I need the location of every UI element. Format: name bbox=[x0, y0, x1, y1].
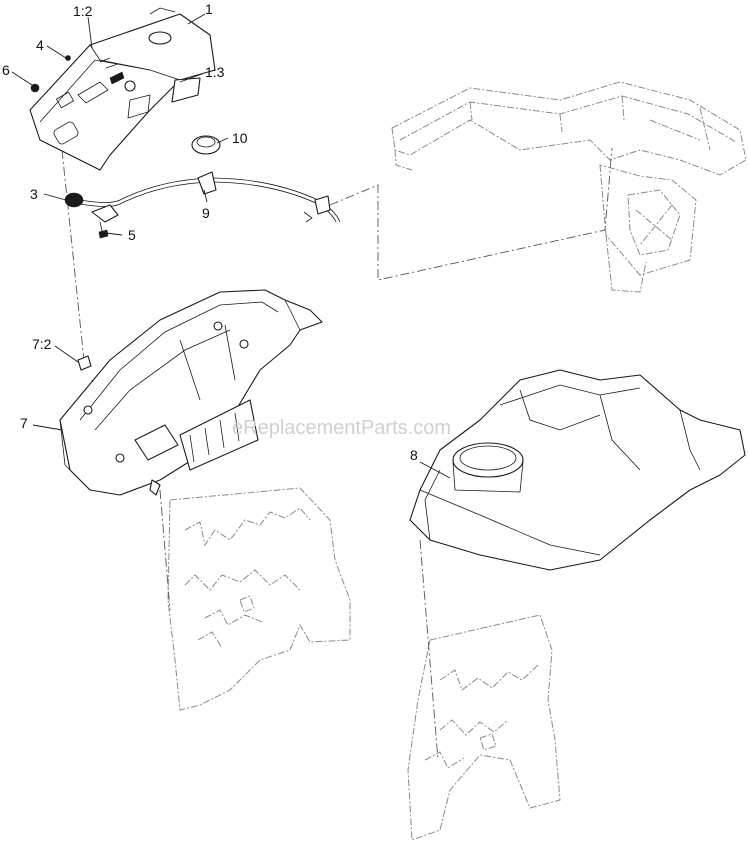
choke-cable-part bbox=[64, 171, 341, 239]
callout-1: 1 bbox=[205, 1, 213, 17]
left-pan-part bbox=[59, 289, 323, 496]
grommet-part bbox=[191, 135, 221, 155]
callout-7: 7 bbox=[20, 415, 28, 431]
callout-8: 8 bbox=[410, 447, 418, 463]
callout-10: 10 bbox=[232, 130, 248, 146]
callout-7-2: 7:2 bbox=[32, 336, 52, 352]
ghost-frame-assembly bbox=[391, 81, 747, 293]
callout-9: 9 bbox=[202, 205, 210, 221]
callout-6: 6 bbox=[2, 62, 10, 78]
watermark-text: eReplacementParts.com bbox=[232, 417, 451, 439]
callout-1-2: 1:2 bbox=[73, 3, 93, 19]
ghost-plate-right bbox=[407, 614, 561, 841]
callout-4: 4 bbox=[36, 37, 44, 53]
callout-1-3: 1:3 bbox=[205, 64, 225, 80]
nut-part bbox=[77, 355, 92, 371]
callout-labels: 1 1:2 1:3 3 4 5 6 7 7:2 8 9 10 bbox=[2, 1, 418, 463]
callout-3: 3 bbox=[30, 186, 38, 202]
control-panel-part bbox=[29, 7, 216, 171]
ghost-plate-left bbox=[167, 487, 351, 711]
callout-leaders bbox=[11, 13, 451, 479]
callout-5: 5 bbox=[128, 227, 136, 243]
right-pan-part bbox=[409, 369, 746, 571]
